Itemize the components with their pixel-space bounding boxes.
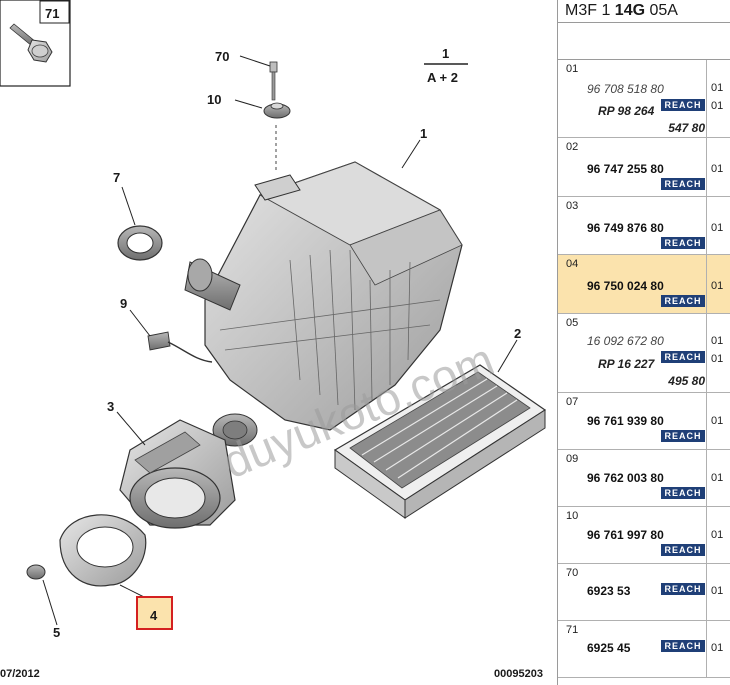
row-index: 71	[566, 624, 579, 636]
part-7-seal-ring	[117, 225, 163, 261]
row-reference: 96 761 997 80	[587, 528, 664, 542]
row-index: 70	[566, 567, 579, 579]
reach-badge: REACH	[661, 640, 705, 652]
reach-badge: REACH	[661, 583, 705, 595]
part-3-air-flow-meter	[119, 419, 236, 529]
parts-row-71[interactable]: 71 6925 45 REACH 01	[558, 621, 730, 678]
row-reference-suffix: 547 80	[668, 121, 705, 135]
row-index: 05	[566, 317, 579, 329]
title-prefix: M3F 1	[565, 2, 615, 19]
row-index: 09	[566, 453, 579, 465]
diagram-drawing: 71 70 10 7 9 3 4 5 1 2 1 A + 2 duyukoto.…	[0, 0, 547, 640]
diagram-code: 00095203	[494, 668, 543, 680]
parts-row-02[interactable]: 02 96 747 255 80 REACH 01	[558, 138, 730, 197]
part-9-clip	[147, 331, 213, 363]
row-quantity: 01	[711, 472, 724, 484]
callout-3: 3	[107, 399, 114, 414]
row-quantity-alt: 01	[711, 353, 724, 365]
row-index: 04	[566, 258, 579, 270]
parts-row-07[interactable]: 07 96 761 939 80 REACH 01	[558, 393, 730, 450]
panel-title: M3F 1 14G 05A	[558, 0, 730, 23]
row-reference: 6923 53	[587, 584, 631, 598]
reach-badge: REACH	[661, 544, 705, 556]
callout-1: 1	[420, 126, 427, 141]
bolt-icon	[9, 23, 53, 63]
leader-lines	[42, 55, 518, 626]
reach-badge: REACH	[661, 487, 705, 499]
reach-badge: REACH	[661, 99, 705, 111]
variant-top: 1	[442, 46, 449, 61]
parts-row-09[interactable]: 09 96 762 003 80 REACH 01	[558, 450, 730, 507]
row-reference: 96 762 003 80	[587, 471, 664, 485]
part-5-fastener	[26, 564, 46, 580]
row-quantity: 01	[711, 222, 724, 234]
callout-7: 7	[113, 170, 120, 185]
row-index: 03	[566, 200, 579, 212]
callout-2: 2	[514, 326, 521, 341]
part-4-seal	[59, 514, 147, 587]
title-bold: 14G	[614, 2, 646, 19]
parts-row-04[interactable]: 04 96 750 024 80 REACH 01	[558, 255, 730, 314]
row-index: 07	[566, 396, 579, 408]
row-reference: 96 750 024 80	[587, 279, 664, 293]
part-71-inset	[0, 0, 71, 87]
variant-bottom: A + 2	[427, 70, 458, 85]
row-quantity: 01	[711, 163, 724, 175]
part-10-grommet	[263, 102, 291, 119]
diagram-date: 07/2012	[0, 668, 40, 680]
panel-header-spacer	[558, 23, 730, 60]
callout-5: 5	[53, 625, 60, 640]
callout-71: 71	[45, 6, 59, 21]
row-reference-suffix: 495 80	[668, 374, 705, 388]
row-index: 02	[566, 141, 579, 153]
reach-badge: REACH	[661, 237, 705, 249]
part-2-filter-element	[333, 364, 547, 519]
row-quantity: 01	[711, 642, 724, 654]
row-quantity: 01	[711, 415, 724, 427]
row-reference: 96 747 255 80	[587, 162, 664, 176]
row-quantity: 01	[711, 82, 724, 94]
row-reference-alt: RP 98 264	[598, 104, 655, 118]
title-suffix: 05A	[645, 2, 678, 19]
parts-row-10[interactable]: 10 96 761 997 80 REACH 01	[558, 507, 730, 564]
part-1-air-filter-housing	[184, 161, 463, 447]
row-reference: 96 708 518 80	[587, 82, 664, 96]
row-quantity: 01	[711, 585, 724, 597]
parts-row-03[interactable]: 03 96 749 876 80 REACH 01	[558, 197, 730, 255]
reach-badge: REACH	[661, 430, 705, 442]
callout-4: 4	[150, 608, 158, 623]
row-quantity-alt: 01	[711, 100, 724, 112]
reach-badge: REACH	[661, 295, 705, 307]
row-index: 10	[566, 510, 579, 522]
row-quantity: 01	[711, 280, 724, 292]
row-reference-alt: RP 16 227	[598, 357, 655, 371]
callout-70: 70	[215, 49, 229, 64]
reach-badge: REACH	[661, 178, 705, 190]
parts-row-70[interactable]: 70 6923 53 REACH 01	[558, 564, 730, 621]
part-70-bolt	[269, 61, 278, 101]
row-reference: 96 761 939 80	[587, 414, 664, 428]
row-reference: 96 749 876 80	[587, 221, 664, 235]
parts-row-05[interactable]: 05 16 092 672 80 RP 16 227 REACH 495 80 …	[558, 314, 730, 393]
row-reference: 6925 45	[587, 641, 631, 655]
parts-list-panel: M3F 1 14G 05A 01 96 708 518 80 RP 98 264…	[557, 0, 730, 685]
callout-4-highlight	[136, 596, 173, 630]
callout-10: 10	[207, 92, 221, 107]
reach-badge: REACH	[661, 351, 705, 363]
row-quantity: 01	[711, 335, 724, 347]
callout-9: 9	[120, 296, 127, 311]
row-index: 01	[566, 63, 579, 75]
row-quantity: 01	[711, 529, 724, 541]
parts-row-01[interactable]: 01 96 708 518 80 RP 98 264 REACH 547 80 …	[558, 60, 730, 138]
row-reference: 16 092 672 80	[587, 334, 664, 348]
exploded-parts-diagram: 71 70 10 7 9 3 4 5 1 2 1 A + 2 duyukoto.…	[0, 0, 547, 680]
